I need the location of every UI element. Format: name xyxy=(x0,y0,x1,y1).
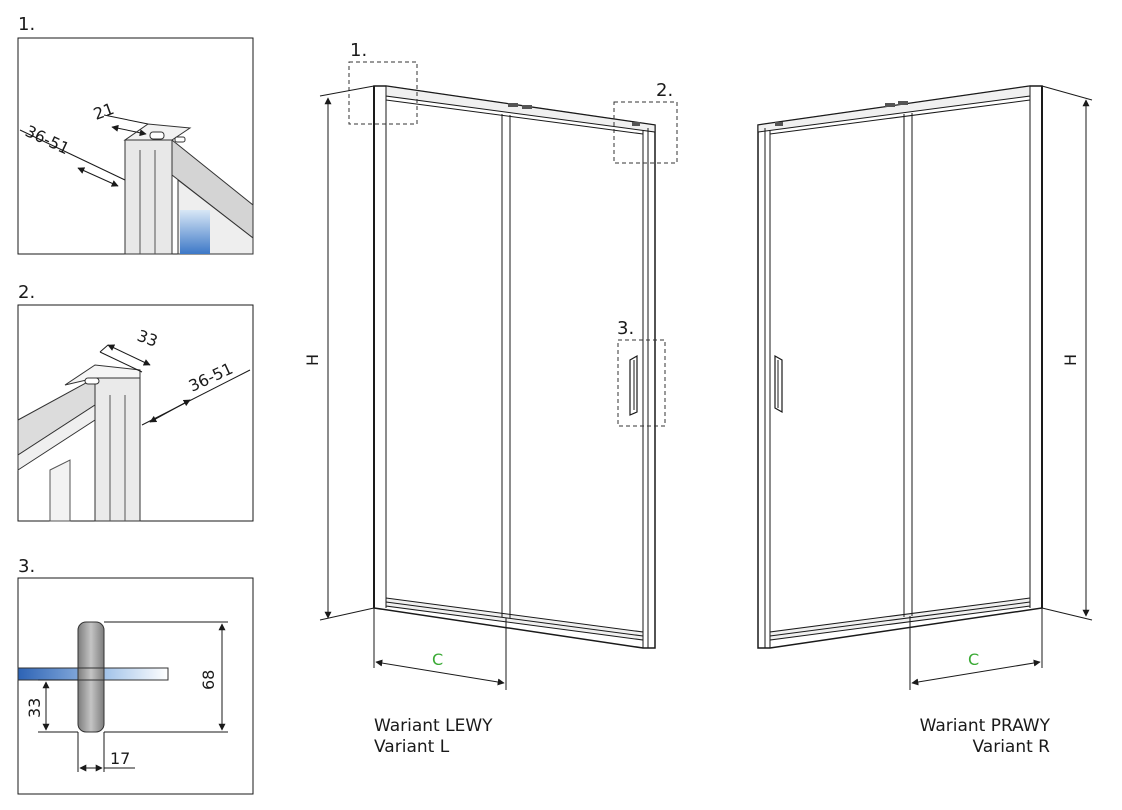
callout-label-2: 2. xyxy=(656,80,673,101)
detail-3-dim-a: 68 xyxy=(199,670,218,690)
right-variant-title-en: Variant R xyxy=(972,737,1050,757)
callout-label-1: 1. xyxy=(350,40,367,61)
callout-box-1 xyxy=(348,61,418,125)
detail-3-dim-b: 33 xyxy=(25,698,44,718)
detail-3-label: 3. xyxy=(18,556,35,577)
left-variant-caption: Wariant LEWY Variant L xyxy=(374,716,493,758)
left-height-label: H xyxy=(303,354,322,366)
detail-1-label: 1. xyxy=(18,14,35,35)
right-variant-caption: Wariant PRAWY Variant R xyxy=(880,716,1050,758)
callout-label-3: 3. xyxy=(617,318,634,339)
right-height-label: H xyxy=(1061,354,1080,366)
door-left-variant xyxy=(373,85,656,649)
right-variant-title-pl: Wariant PRAWY xyxy=(919,716,1050,736)
door-right-variant xyxy=(757,85,1043,649)
right-width-label: C xyxy=(968,650,979,669)
left-variant-title-pl: Wariant LEWY xyxy=(374,716,493,736)
detail-2-label: 2. xyxy=(18,282,35,303)
callout-box-3 xyxy=(617,339,666,427)
left-variant-title-en: Variant L xyxy=(374,737,450,757)
detail-3-panel: 68 33 17 xyxy=(17,577,254,795)
detail-1-panel: 21 36-51 xyxy=(17,37,254,255)
handle-section xyxy=(77,621,105,733)
detail-2-panel: 33 36-51 xyxy=(17,304,254,522)
callout-box-2 xyxy=(613,101,678,164)
detail-3-dim-c: 17 xyxy=(110,749,130,768)
left-width-label: C xyxy=(432,650,443,669)
